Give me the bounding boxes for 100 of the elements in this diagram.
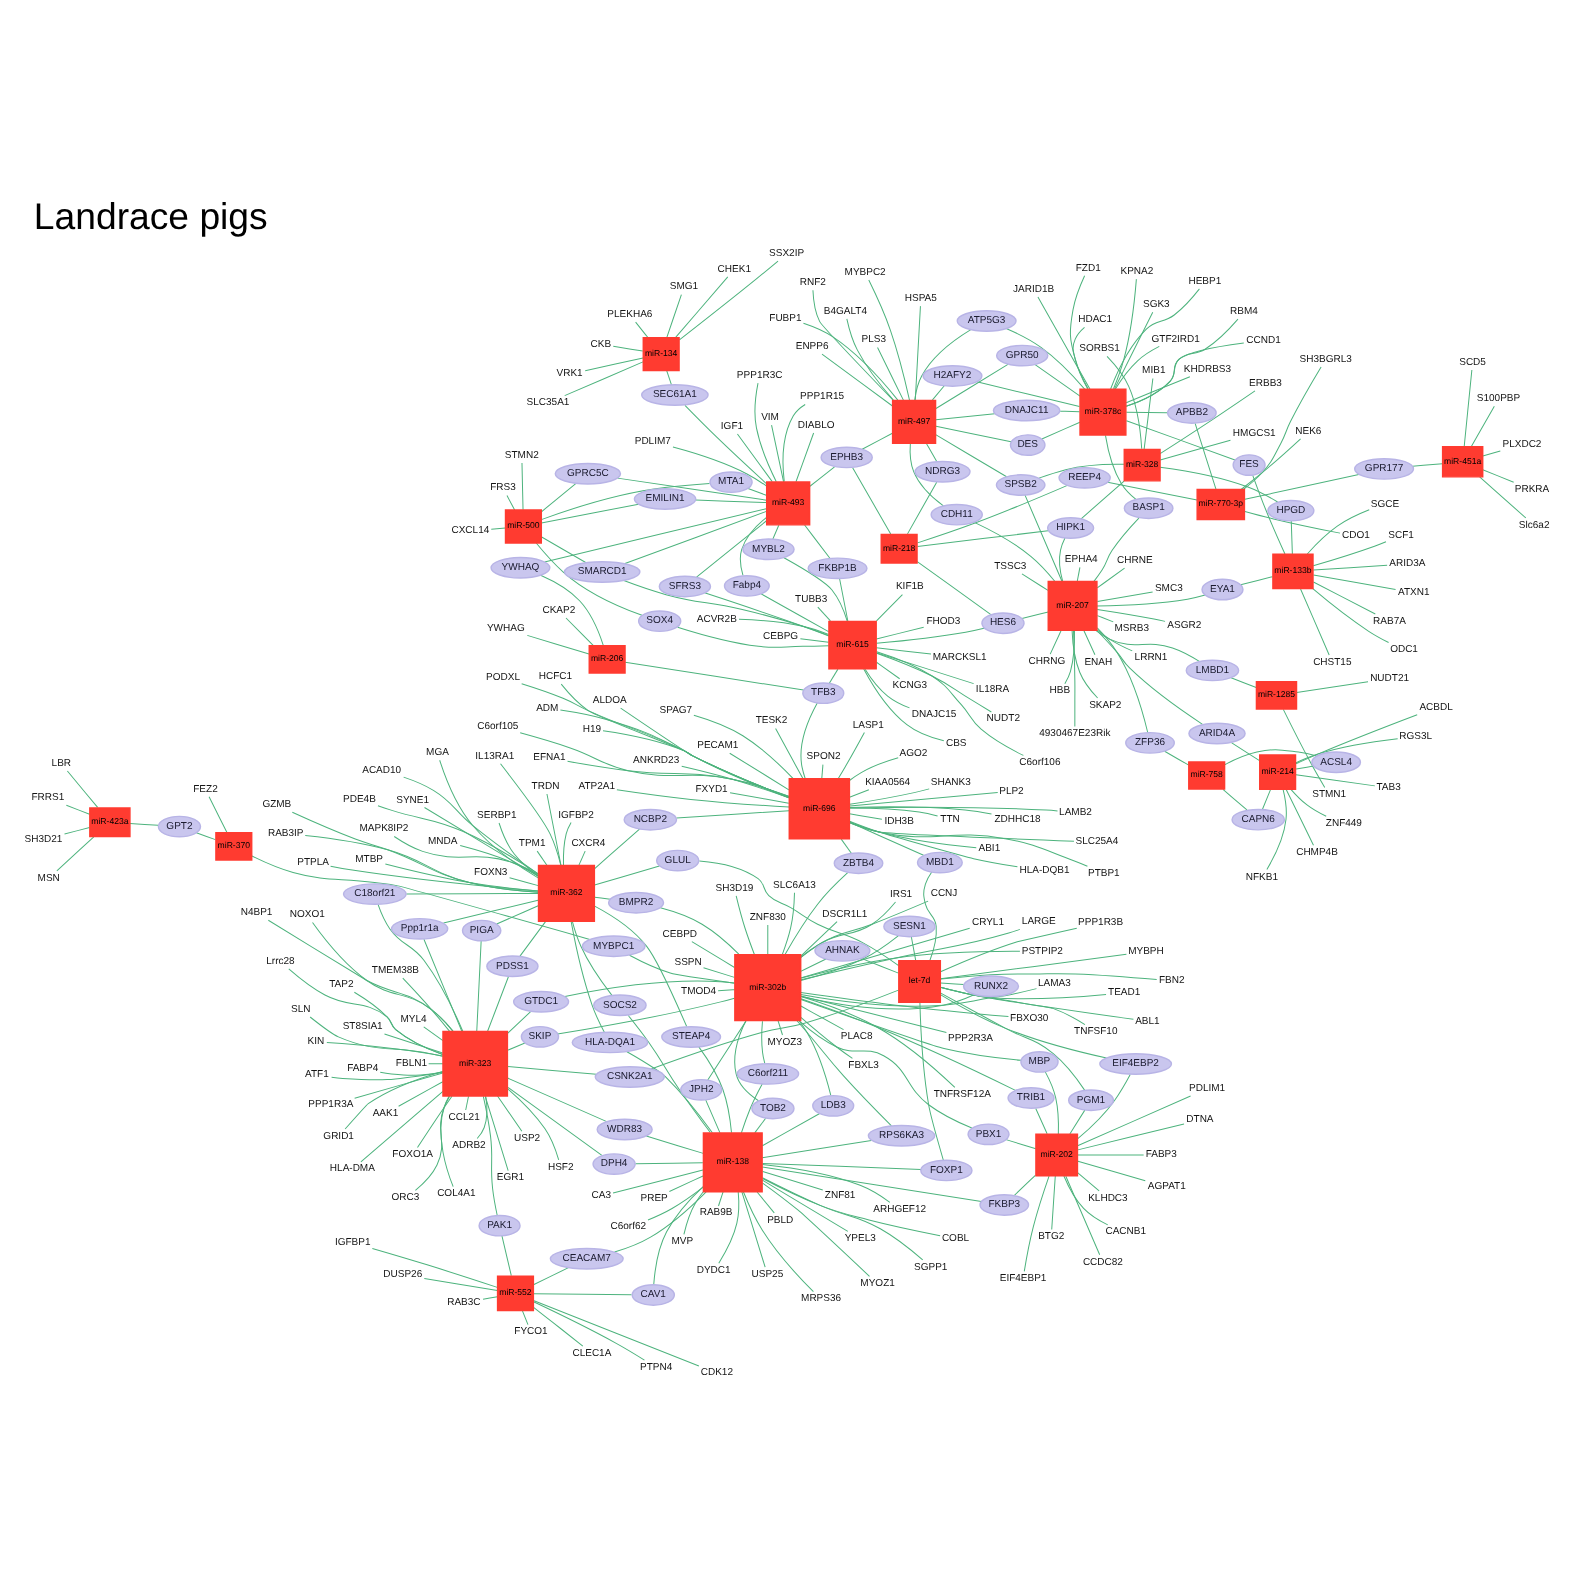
connector bbox=[705, 1099, 721, 1134]
connector bbox=[509, 877, 539, 887]
connector bbox=[541, 536, 587, 564]
connector bbox=[578, 850, 586, 866]
connector bbox=[734, 1020, 759, 1102]
connector bbox=[1252, 474, 1286, 555]
connector bbox=[402, 977, 451, 1032]
connector bbox=[940, 927, 1078, 973]
connector bbox=[423, 1277, 498, 1291]
connector bbox=[398, 1081, 444, 1107]
connector bbox=[817, 606, 831, 622]
connector bbox=[1143, 378, 1154, 450]
connector bbox=[533, 1300, 700, 1367]
connector bbox=[1114, 345, 1160, 390]
connector bbox=[681, 765, 790, 799]
connector bbox=[762, 1178, 941, 1237]
connector bbox=[519, 732, 790, 798]
connector bbox=[1482, 450, 1501, 457]
connector bbox=[849, 822, 1075, 842]
connector bbox=[482, 1095, 498, 1216]
connector bbox=[1125, 342, 1245, 407]
connector bbox=[703, 967, 735, 978]
connector bbox=[846, 318, 894, 401]
connector bbox=[344, 1070, 444, 1130]
connector bbox=[795, 432, 815, 483]
connector bbox=[1230, 741, 1260, 761]
connector bbox=[1096, 630, 1203, 725]
connector bbox=[695, 499, 767, 504]
connector bbox=[1051, 1175, 1056, 1230]
connector bbox=[940, 992, 1086, 1091]
connector bbox=[849, 806, 992, 815]
connector bbox=[761, 1179, 849, 1232]
connector bbox=[910, 936, 917, 961]
connector bbox=[1113, 278, 1137, 390]
connector bbox=[683, 1191, 704, 1235]
connector bbox=[1243, 366, 1322, 490]
connector bbox=[602, 730, 790, 798]
connector bbox=[522, 1310, 529, 1326]
connector bbox=[693, 714, 794, 779]
connector bbox=[1194, 422, 1217, 490]
connector bbox=[848, 806, 1058, 812]
connector bbox=[1080, 480, 1125, 520]
connector bbox=[1077, 1073, 1131, 1140]
connector bbox=[476, 1095, 488, 1140]
connector bbox=[839, 578, 849, 622]
connector bbox=[756, 1191, 775, 1214]
connector bbox=[739, 517, 767, 576]
connector bbox=[1023, 1175, 1050, 1272]
connector bbox=[762, 1171, 824, 1191]
connector bbox=[799, 638, 830, 643]
connector bbox=[360, 1090, 444, 1163]
connector bbox=[1096, 627, 1149, 734]
connector bbox=[1005, 1139, 1037, 1150]
connector bbox=[1096, 594, 1206, 607]
connector bbox=[781, 892, 795, 956]
connector bbox=[772, 524, 780, 540]
connector bbox=[353, 991, 444, 1056]
connector bbox=[868, 279, 910, 401]
connector bbox=[782, 404, 806, 483]
connector bbox=[800, 950, 1021, 979]
connector bbox=[800, 999, 1022, 1061]
connector bbox=[1244, 510, 1341, 534]
connector bbox=[541, 482, 577, 512]
connector bbox=[659, 907, 740, 955]
connector bbox=[1282, 708, 1326, 788]
connector bbox=[476, 940, 482, 1033]
connector bbox=[1470, 405, 1495, 448]
connector bbox=[1044, 1071, 1059, 1135]
connector bbox=[742, 1191, 814, 1293]
connector bbox=[1285, 789, 1314, 846]
connector bbox=[698, 1046, 732, 1134]
connector bbox=[809, 466, 836, 487]
connector bbox=[533, 1301, 645, 1361]
connector bbox=[1037, 296, 1091, 390]
connector bbox=[828, 668, 839, 684]
connector bbox=[1063, 1175, 1109, 1226]
connector bbox=[195, 832, 216, 841]
connector bbox=[940, 994, 1108, 1059]
connector bbox=[1077, 1160, 1146, 1182]
connector bbox=[802, 322, 899, 401]
connector bbox=[331, 1071, 444, 1081]
connector bbox=[634, 1162, 704, 1165]
connector bbox=[1312, 581, 1376, 615]
connector bbox=[736, 433, 773, 483]
connector bbox=[740, 1083, 763, 1134]
connector bbox=[567, 760, 790, 798]
connector bbox=[1295, 738, 1399, 764]
connector bbox=[767, 924, 769, 955]
connector bbox=[526, 634, 590, 655]
connector bbox=[650, 989, 899, 1070]
connector bbox=[1013, 1174, 1036, 1196]
connector bbox=[1312, 574, 1397, 590]
connector bbox=[860, 957, 899, 974]
connector bbox=[1069, 275, 1089, 390]
connector bbox=[1295, 765, 1314, 770]
connector bbox=[564, 980, 735, 997]
connector bbox=[629, 954, 736, 984]
connector bbox=[1262, 789, 1271, 810]
connector bbox=[519, 920, 547, 957]
connector bbox=[1125, 411, 1168, 414]
